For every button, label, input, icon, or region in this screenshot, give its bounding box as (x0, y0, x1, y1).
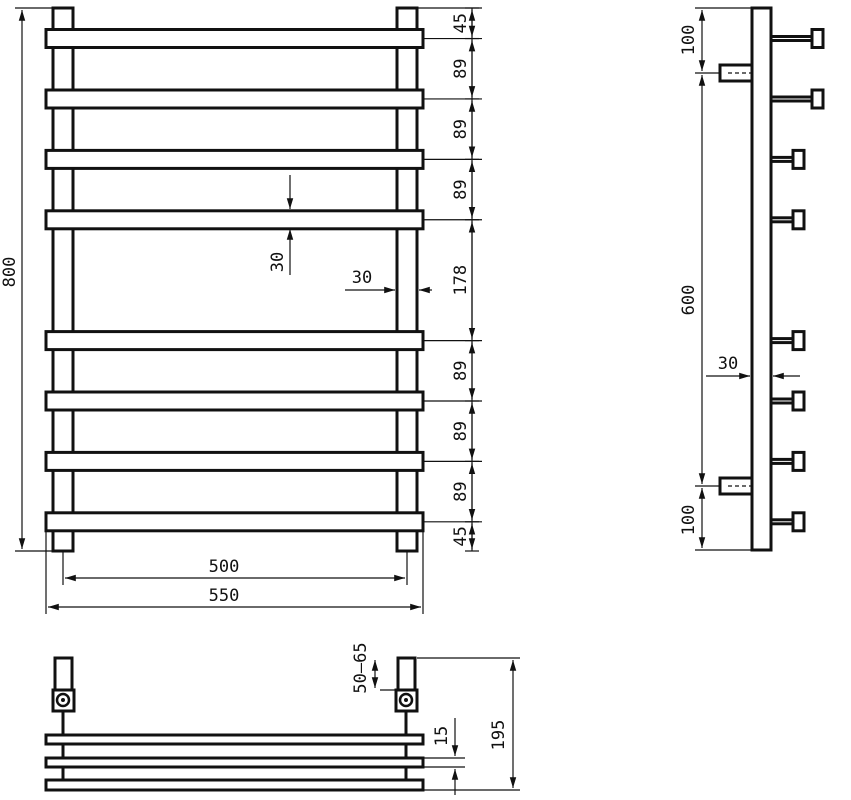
side-rung-cap-2 (810, 88, 825, 110)
rung-2 (44, 88, 425, 110)
rung-spacing-label: 89 (451, 119, 471, 139)
side-rung-stem-1 (769, 35, 814, 42)
center-distance-label: 600 (679, 285, 699, 316)
side-rung-stem-8 (769, 518, 795, 526)
side-rungs-group (769, 28, 825, 533)
rung-spacing-label: 178 (451, 265, 471, 296)
rung-8 (44, 511, 425, 533)
rung-spacing-label: 89 (451, 179, 471, 199)
rung-spacing-label: 89 (451, 421, 471, 441)
rung-5 (44, 330, 425, 352)
top-offset-label: 100 (679, 25, 699, 56)
height-label: 800 (0, 257, 20, 288)
rung-3 (44, 148, 425, 170)
side-rung-cap-4 (791, 209, 806, 231)
front-view: 800 45 89 89 89 178 89 89 89 45 30 30 500 550 (0, 6, 482, 614)
width-inner-label: 500 (209, 557, 240, 577)
side-rung-cap-6 (791, 390, 806, 412)
rung-thickness-label: 30 (268, 252, 288, 272)
side-rung-stem-3 (769, 155, 795, 163)
side-rung-stem-6 (769, 397, 795, 405)
side-rung-cap-3 (791, 148, 806, 170)
side-rung-cap-8 (791, 511, 806, 533)
side-rung-stem-5 (769, 337, 795, 345)
side-rung-cap-5 (791, 330, 806, 352)
right-valve-dot (404, 698, 408, 702)
offset-label: 50–65 (351, 642, 371, 693)
left-valve-body (53, 656, 74, 693)
shelf-rail-2 (44, 756, 425, 769)
gap-label: 30 (718, 354, 738, 374)
side-rung-cap-7 (791, 450, 806, 472)
bottom-offset-label: 100 (679, 505, 699, 536)
side-rung-stem-4 (769, 216, 795, 224)
total-depth-label: 195 (489, 720, 509, 751)
rung-1 (44, 28, 425, 49)
rung-spacing-label: 45 (451, 13, 471, 33)
rung-chain-ticks: 45 89 89 89 178 89 89 89 45 (423, 7, 482, 552)
right-valve-body (396, 656, 417, 693)
rung-spacing-label: 45 (451, 526, 471, 546)
rung-spacing-label: 89 (451, 481, 471, 501)
rung-7 (44, 450, 425, 472)
side-bar-width-label: 30 (352, 268, 372, 288)
width-outer-label: 550 (209, 586, 240, 606)
rung-spacing-label: 89 (451, 58, 471, 78)
rung-4 (44, 209, 425, 231)
left-valve-dot (61, 698, 65, 702)
side-upright (750, 6, 773, 552)
rung-spacing-label: 89 (451, 361, 471, 381)
side-rung-stem-2 (769, 95, 814, 103)
shelf-rail-3 (44, 778, 425, 792)
shelf-rail-1 (44, 733, 425, 746)
side-view: 100 600 100 30 (679, 6, 825, 552)
rung-6 (44, 390, 425, 412)
rung-depth-label: 15 (432, 726, 452, 746)
bottom-view: 50–65 15 195 (44, 642, 520, 795)
side-rung-cap-1 (810, 28, 825, 49)
side-rung-stem-7 (769, 457, 795, 465)
